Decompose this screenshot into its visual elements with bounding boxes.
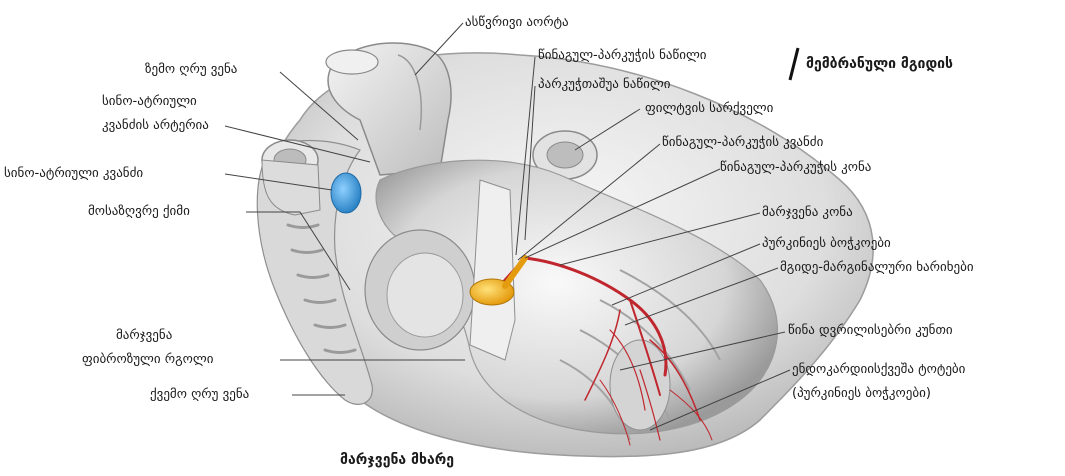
- label-septomarginal-trabecula: მგიდე-მარგინალური ხარიხები: [780, 260, 974, 276]
- label-sinoatrial-artery-line1: სინო-ატრიული: [102, 94, 197, 110]
- label-right-fibrous-ring-line1: მარჯვენა: [116, 328, 172, 344]
- label-atrioventricular-part: წინაგულ-პარკუჭის ნაწილი: [538, 48, 707, 64]
- label-superior-vena-cava: ზემო ღრუ ვენა: [145, 62, 237, 78]
- label-pulmonary-valve: ფილტვის სარქველი: [645, 101, 773, 117]
- label-crista-terminalis: მოსაზღვრე ქიმი: [88, 204, 190, 220]
- label-anterior-papillary-muscle: წინა დვრილისებრი კუნთი: [788, 323, 953, 339]
- label-sinoatrial-node: სინო-ატრიული კვანძი: [4, 166, 143, 182]
- label-right-bundle: მარჯვენა კონა: [762, 205, 853, 221]
- label-sinoatrial-artery-line2: კვანძის არტერია: [102, 118, 209, 134]
- label-subendocardial-branches-line1: ენდოკარდიისქვეშა ტოტები: [792, 362, 965, 378]
- label-membranous-septum: მემბრანული მგიდის: [806, 56, 953, 72]
- label-purkinje-fibers: პურკინიეს ბოჭკოები: [762, 236, 891, 252]
- label-ascending-aorta: ასწვრივი აორტა: [465, 15, 569, 31]
- label-av-bundle: წინაგულ-პარკუჭის კონა: [720, 160, 871, 176]
- label-av-node: წინაგულ-პარკუჭის კვანძი: [662, 135, 823, 151]
- membranous-septum-bracket: [790, 48, 798, 80]
- label-subendocardial-branches-line2: (პურკინიეს ბოჭკოები): [792, 386, 931, 402]
- sinoatrial-node: [331, 173, 361, 213]
- label-interventricular-part: პარკუჭთაშუა ნაწილი: [538, 77, 670, 93]
- label-inferior-vena-cava: ქვემო ღრუ ვენა: [150, 387, 249, 403]
- view-caption: მარჯვენა მხარე: [340, 452, 454, 468]
- label-right-fibrous-ring-line2: ფიბროზული რგოლი: [82, 352, 213, 368]
